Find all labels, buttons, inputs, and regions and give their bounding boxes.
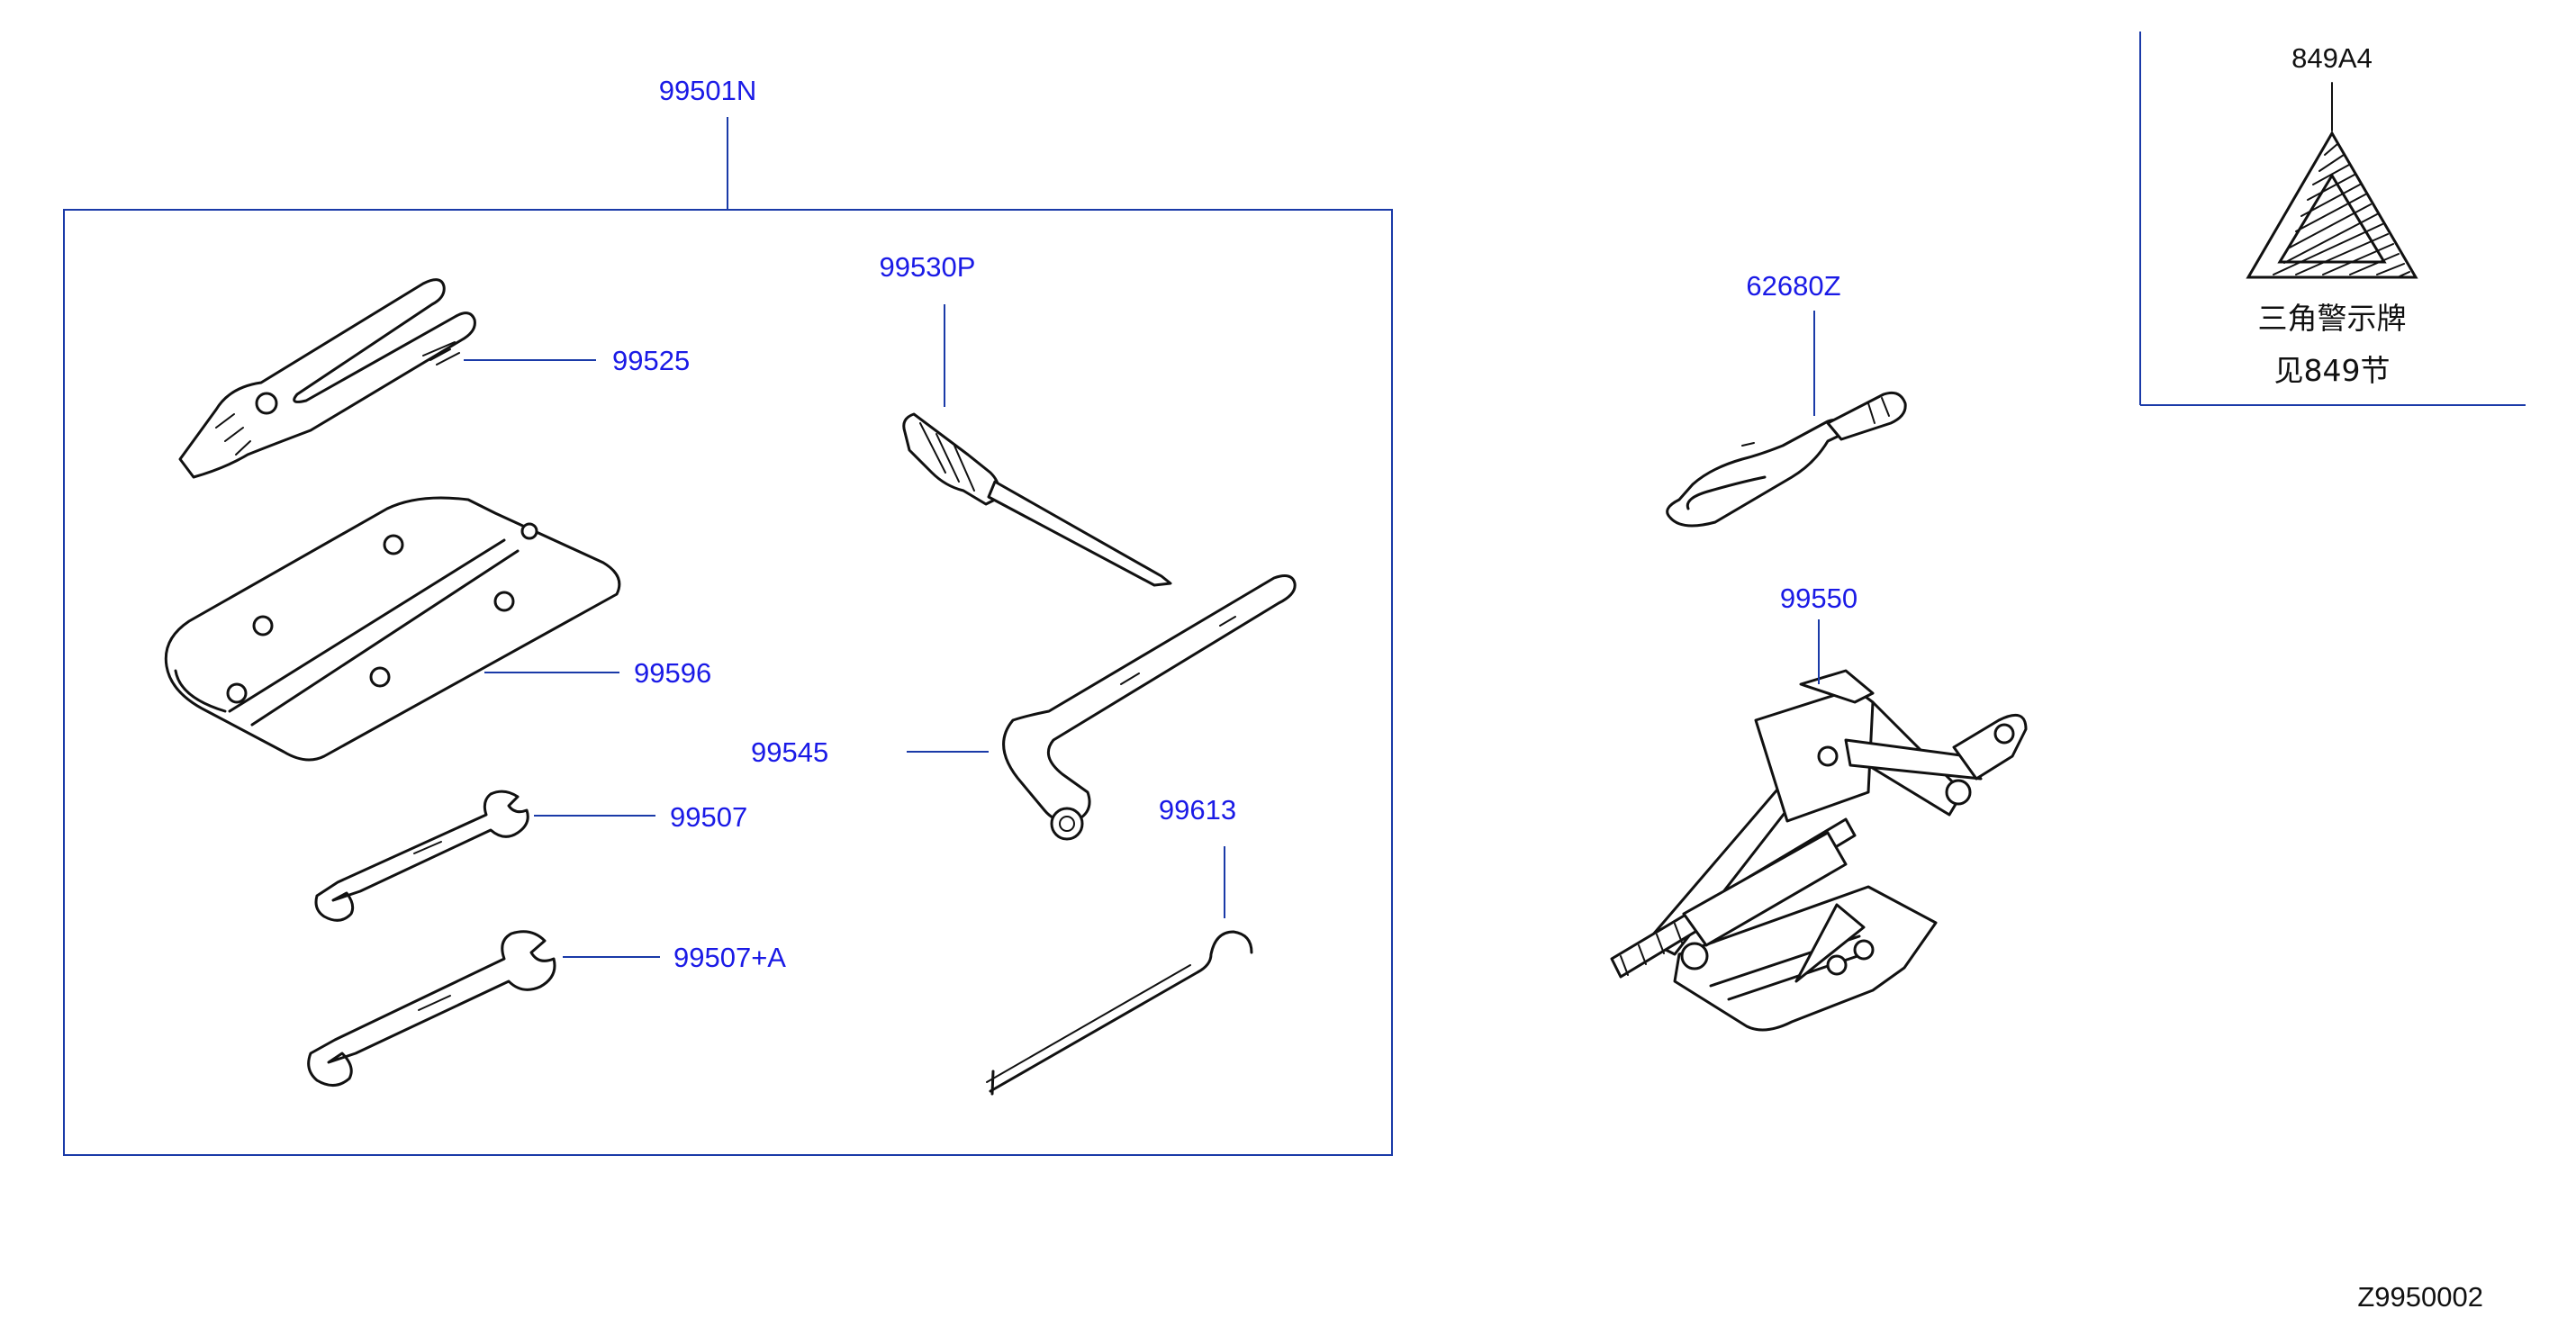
pliers-part-label[interactable]: 99525 (612, 345, 690, 376)
scissor-jack-illustration (1610, 669, 2028, 1032)
warning-triangle-name: 三角警示牌 (2258, 301, 2407, 336)
tool-bag-illustration (164, 496, 621, 762)
tow-hook-part-label[interactable]: 62680Z (1746, 270, 1840, 302)
warning-triangle-part-label[interactable]: 849A4 (2291, 42, 2373, 74)
warning-triangle-reference: 849A4 三角警示牌 见849节 (2139, 32, 2526, 406)
large-wrench-part-label[interactable]: 99507+A (673, 942, 786, 973)
tow-hook-illustration (1666, 391, 1907, 528)
screwdriver-part-label[interactable]: 99530P (880, 251, 976, 283)
screwdriver-illustration (902, 412, 1172, 587)
large-wrench-illustration (307, 930, 556, 1087)
small-wrench-illustration (314, 790, 529, 922)
small-wrench-part-label[interactable]: 99507 (670, 801, 747, 833)
jack-handle-hook-illustration (986, 930, 1253, 1096)
kit-part-label[interactable]: 99501N (659, 75, 757, 106)
warning-triangle-icon (2246, 131, 2418, 279)
jack-part-label[interactable]: 99550 (1780, 582, 1857, 614)
diagram-code: Z9950002 (2357, 1281, 2483, 1313)
lug-wrench-illustration (1002, 574, 1297, 841)
jack-handle-hook-part-label[interactable]: 99613 (1159, 794, 1236, 826)
warning-triangle-section-ref[interactable]: 见849节 (2274, 353, 2391, 388)
pliers-illustration (178, 278, 476, 479)
tool-bag-part-label[interactable]: 99596 (634, 657, 711, 689)
lug-wrench-part-label[interactable]: 99545 (751, 736, 828, 768)
